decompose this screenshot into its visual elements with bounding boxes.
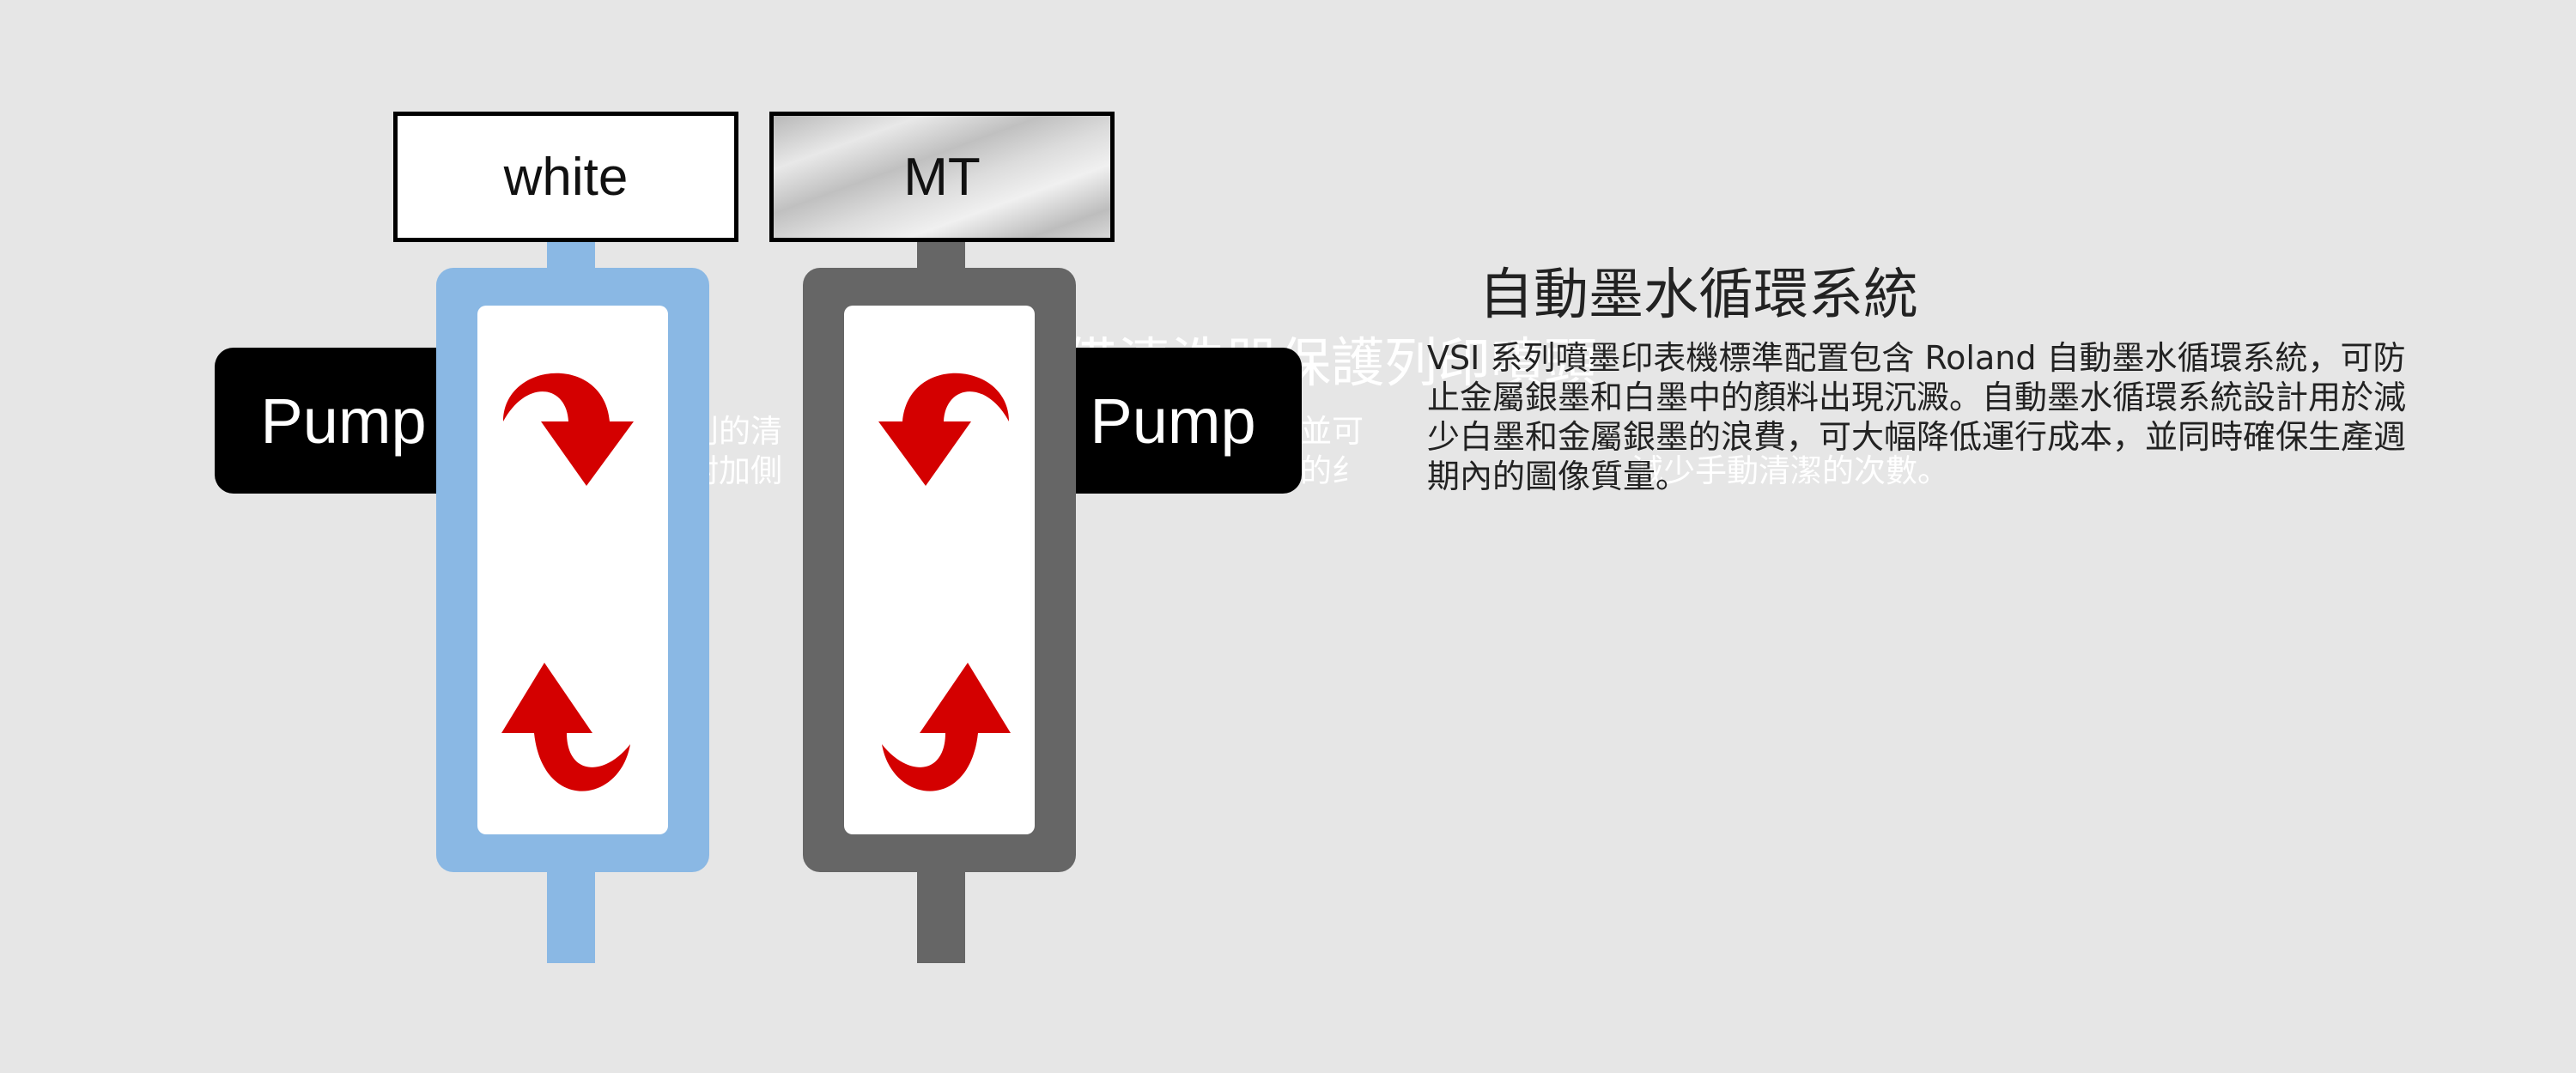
mt-ink-tank xyxy=(803,268,1076,872)
white-ink-tank xyxy=(436,268,709,872)
ghost-text-line: 減少手動清潔的次數。 xyxy=(1631,452,1949,489)
pump-left: Pump xyxy=(215,348,472,494)
section-title: 自動墨水循環系統 xyxy=(1479,264,1918,327)
curved-arrow-down-icon xyxy=(878,373,1009,486)
curved-arrow-down-icon xyxy=(503,373,634,486)
mt-pipe-bottom xyxy=(917,867,965,963)
mt-ink-label: MT xyxy=(769,112,1115,242)
white-ink-label: white xyxy=(393,112,738,242)
mt-pipe-top xyxy=(917,242,965,271)
white-pipe-bottom xyxy=(547,867,595,963)
white-pipe-top xyxy=(547,242,595,271)
tank-interior xyxy=(844,306,1035,834)
tank-interior xyxy=(477,306,668,834)
curved-arrow-up-icon xyxy=(501,663,630,791)
curved-arrow-up-icon xyxy=(882,663,1011,791)
pump-right: Pump xyxy=(1044,348,1302,494)
section-description: VSI 系列噴墨印表機標準配置包含 Roland 自動墨水循環系統，可防止金屬銀… xyxy=(1427,339,2407,495)
